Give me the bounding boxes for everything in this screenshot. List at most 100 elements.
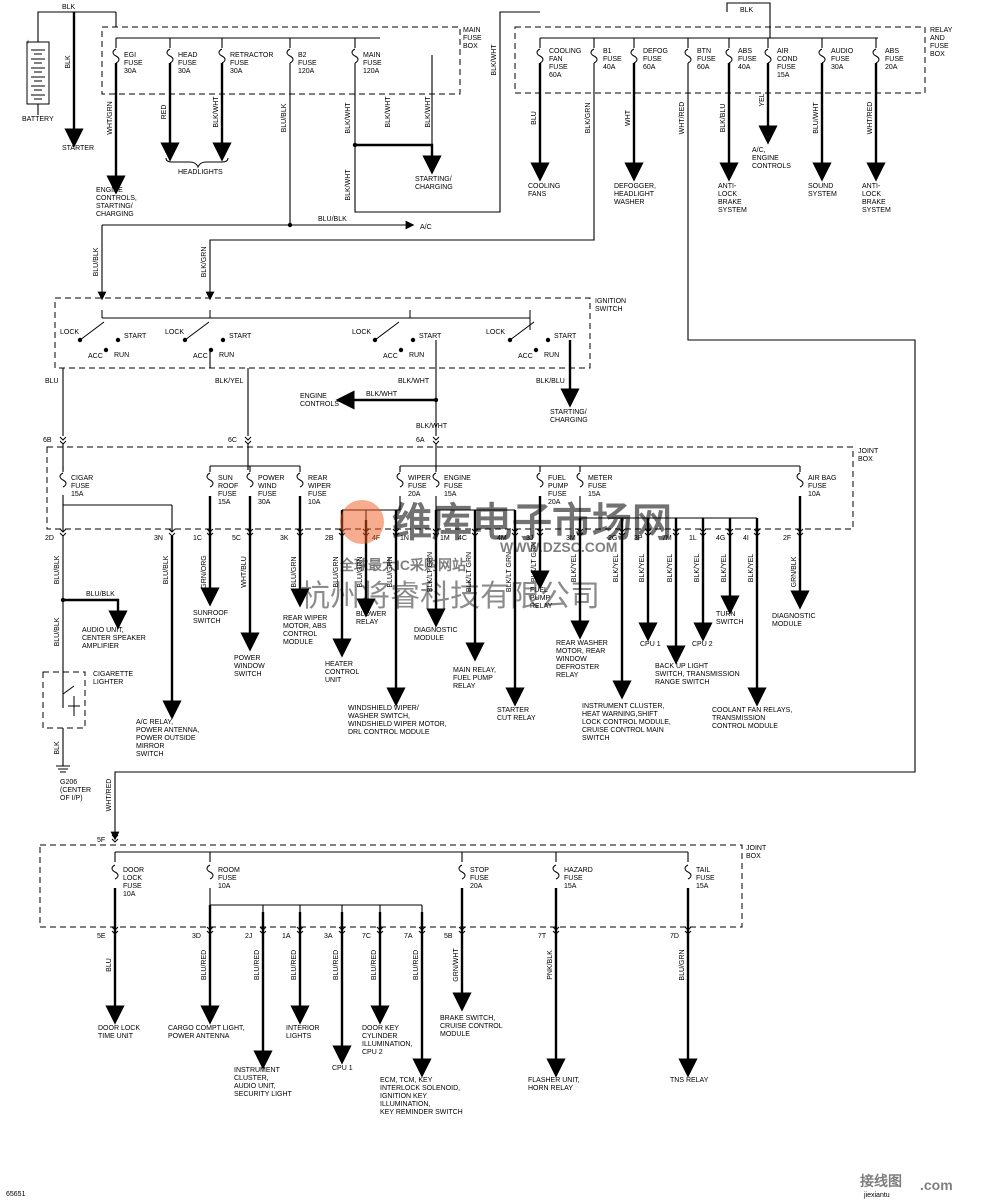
j1-dest-3P: CPU 1 — [640, 641, 661, 648]
j1-dest-1N: WINDSHIELD WIPER/WASHER SWITCH,WINDSHIEL… — [348, 705, 447, 736]
abs40-color: BLK/BLU — [720, 104, 727, 133]
main-extra-color-b: BLK/WHT — [425, 96, 432, 128]
j1-pin-1M: 1M — [440, 535, 450, 542]
ac-label: A/C — [420, 224, 432, 231]
ign-in-1-color: BLU/BLK — [93, 247, 100, 276]
fuse-symbol — [630, 48, 638, 64]
ign-blade — [184, 321, 210, 341]
fuse-symbol — [590, 48, 598, 64]
wire-layer — [26, 2, 926, 1078]
watermark-logo — [340, 500, 384, 544]
connector — [536, 528, 544, 537]
j1-1m-color: BLK/LT GRN — [427, 552, 434, 592]
fuse-symbol — [458, 864, 466, 880]
j1-2b-color: BLU/GRN — [333, 556, 340, 587]
ac-wire-label: BLU/BLK — [318, 216, 347, 223]
connector — [338, 926, 346, 935]
j1-2f-color: GRN/BLK — [791, 556, 798, 587]
starter-wire-color: BLK — [65, 55, 72, 69]
fuse-symbol — [432, 472, 440, 488]
j1-1n-color: BLU/GRN — [387, 556, 394, 587]
connector — [392, 528, 400, 537]
battery-feed — [37, 11, 116, 42]
engine-controls-wire-label: BLK/WHT — [366, 391, 398, 398]
audio-wire-label: BLU/BLK — [86, 591, 115, 598]
j2-wire-color: BLU/RED — [371, 950, 378, 980]
ground-wire-color: BLK — [54, 741, 61, 755]
j2-in-pin: 5F — [97, 837, 105, 844]
watermark-corner-url: jiexiantu — [863, 1192, 890, 1199]
j1-meter-color: BLK/YEL — [694, 554, 701, 583]
main-wire-color: BLK/WHT — [345, 102, 352, 134]
fuse-symbol — [818, 48, 826, 64]
connector — [684, 926, 692, 935]
btn-wire — [110, 63, 916, 841]
j1-pin-3N: 3N — [154, 535, 163, 542]
connector — [726, 528, 734, 537]
joint-in-pin-2: 6A — [416, 437, 425, 444]
j1-pin-3P: 3P — [634, 535, 643, 542]
ign-in-2-color: BLK/GRN — [201, 247, 208, 278]
abs20-color: WHT/RED — [867, 102, 874, 135]
ign-starting-label: STARTING/CHARGING — [550, 409, 588, 424]
main-wire — [354, 11, 540, 213]
fuse-symbol — [725, 48, 733, 64]
main-fuse-box — [101, 26, 461, 95]
j2-pin-7C: 7C — [362, 933, 371, 940]
lighter-symbol — [62, 676, 80, 716]
connector — [206, 528, 214, 537]
fuse-symbol — [396, 472, 404, 488]
j1-1c-color: GRN/ORG — [201, 555, 208, 588]
connector — [458, 926, 466, 935]
headlights-brace — [165, 157, 229, 169]
j1-pin-2B: 2B — [325, 535, 334, 542]
j1-pin-1N: 1N — [400, 535, 409, 542]
fuse-symbol — [552, 864, 560, 880]
ign-lock-2: LOCK — [352, 329, 371, 336]
j2-wire-color: BLU/RED — [254, 950, 261, 980]
ignition-switch-box — [54, 297, 591, 369]
j2-wire-color: BLU/RED — [333, 950, 340, 980]
fuse-symbol — [111, 864, 119, 880]
connector — [376, 926, 384, 935]
fuse-symbol — [536, 472, 544, 488]
j2-pin-7D: 7D — [670, 933, 679, 940]
connector — [246, 528, 254, 537]
j2-wire-color: PNK/BLK — [547, 950, 554, 980]
j1-4m-color: BLK/LT GRN — [506, 552, 513, 592]
connector — [296, 926, 304, 935]
defog-wire-color: WHT — [625, 109, 632, 126]
watermark-company: 杭州将睿科技有限公司 — [300, 580, 600, 613]
connector — [259, 926, 267, 935]
fuse-symbol — [796, 472, 804, 488]
j1-5c-color: WHT/BLU — [241, 556, 248, 588]
fuse-symbol — [684, 48, 692, 64]
ign-start-0: START — [124, 333, 147, 340]
j1-pin-2G: 2G — [608, 535, 617, 542]
ign-blade — [374, 321, 400, 341]
j1-meter-color: BLK/YEL — [613, 554, 620, 583]
battery-label: BATTERY — [22, 116, 54, 123]
joint-box-1 — [46, 446, 854, 530]
j1-pin-3J: 3J — [526, 535, 533, 542]
